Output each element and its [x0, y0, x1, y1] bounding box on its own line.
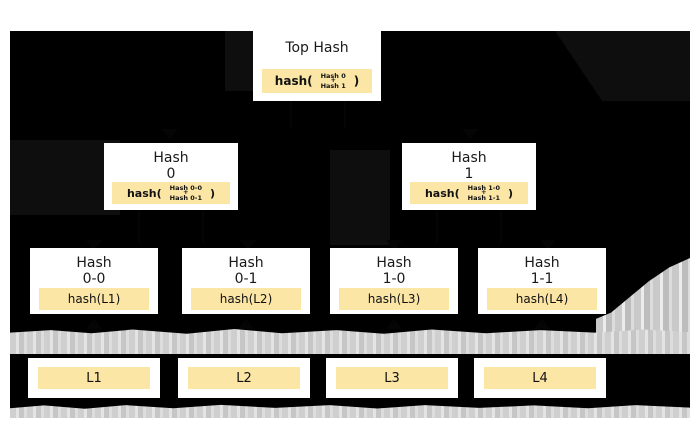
- node-hash-0-1[interactable]: Hash 0-1 hash(L2): [182, 248, 310, 314]
- hash-arg-top: Hash 1-0: [467, 183, 500, 192]
- node-hash-0-0[interactable]: Hash 0-0 hash(L1): [30, 248, 158, 314]
- hash-arg-bottom: Hash 0-1: [169, 193, 202, 202]
- node-hash-1-0-formula: hash(L3): [339, 288, 449, 310]
- connector-arrow-root-left: [162, 129, 178, 140]
- hash-arguments: Hash 0-0 + Hash 0-1: [170, 185, 202, 201]
- node-hash-1-1[interactable]: Hash 1-1 hash(L4): [478, 248, 606, 314]
- hash-close-paren: ): [353, 74, 360, 88]
- hash-open-paren: hash(: [274, 74, 313, 88]
- connector-arrow-leaf-3: [386, 318, 402, 329]
- node-hash-0[interactable]: Hash 0 hash( Hash 0-0 + Hash 0-1 ): [104, 143, 238, 210]
- node-hash-0-1-title: Hash 0-1: [228, 255, 264, 288]
- leaf-block-l2[interactable]: L2: [178, 358, 310, 398]
- connector-arrow-leaf-2: [238, 318, 254, 329]
- hash-arguments: Hash 1-0 + Hash 1-1: [468, 185, 500, 201]
- leaf-label-l2: L2: [188, 367, 300, 389]
- hash-arg-bottom: Hash 1-1: [467, 193, 500, 202]
- node-hash-0-1-formula: hash(L2): [191, 288, 301, 310]
- connector-stem-root-left: [290, 101, 292, 129]
- node-hash-1[interactable]: Hash 1 hash( Hash 1-0 + Hash 1-1 ): [402, 143, 536, 210]
- connector-stem-h1-right: [500, 210, 502, 242]
- node-hash-1-formula: hash( Hash 1-0 + Hash 1-1 ): [410, 182, 528, 204]
- node-top-hash-formula: hash( Hash 0 + Hash 1 ): [262, 69, 372, 93]
- node-hash-1-title: Hash 1: [451, 150, 487, 183]
- node-top-hash[interactable]: Top Hash hash( Hash 0 + Hash 1 ): [253, 31, 381, 101]
- hash-close-paren: ): [209, 186, 216, 200]
- connector-arrow-leaf-4: [534, 318, 550, 329]
- node-hash-1-1-formula: hash(L4): [487, 288, 597, 310]
- leaf-label-l1: L1: [38, 367, 150, 389]
- node-top-hash-title: Top Hash: [285, 40, 349, 56]
- hash-open-paren: hash(: [424, 186, 460, 200]
- background-blob-right: [608, 355, 678, 403]
- connector-stem-h0-left: [138, 210, 140, 242]
- texture-band-middle: [10, 329, 690, 354]
- background-wedge-mid-two: [330, 150, 390, 245]
- hash-arg-plus: +: [330, 76, 336, 85]
- hash-arg-plus: +: [481, 188, 487, 197]
- hash-arg-bottom: Hash 1: [320, 81, 346, 90]
- leaf-block-l3[interactable]: L3: [326, 358, 458, 398]
- connector-stem-root-right: [344, 101, 346, 129]
- hash-close-paren: ): [507, 186, 514, 200]
- node-hash-0-title: Hash 0: [153, 150, 189, 183]
- connector-arrow-leaf-1: [86, 318, 102, 329]
- node-hash-0-0-formula: hash(L1): [39, 288, 149, 310]
- background-wedge-mid: [10, 140, 120, 215]
- leaf-block-l4[interactable]: L4: [474, 358, 606, 398]
- leaf-label-l4: L4: [484, 367, 596, 389]
- node-hash-0-0-title: Hash 0-0: [76, 255, 112, 288]
- texture-band-bottom: [10, 404, 690, 418]
- leaf-label-l3: L3: [336, 367, 448, 389]
- node-hash-1-0-title: Hash 1-0: [376, 255, 412, 288]
- connector-arrow-root-right: [462, 129, 478, 140]
- hash-arg-plus: +: [183, 188, 189, 197]
- hash-arg-top: Hash 0-0: [169, 183, 202, 192]
- hash-arg-top: Hash 0: [320, 71, 346, 80]
- node-hash-0-formula: hash( Hash 0-0 + Hash 0-1 ): [112, 182, 230, 204]
- leaf-block-l1[interactable]: L1: [28, 358, 160, 398]
- hash-open-paren: hash(: [126, 186, 162, 200]
- connector-stem-h0-right: [202, 210, 204, 242]
- node-hash-1-1-title: Hash 1-1: [524, 255, 560, 288]
- hash-arguments: Hash 0 + Hash 1: [321, 73, 346, 89]
- node-hash-1-0[interactable]: Hash 1-0 hash(L3): [330, 248, 458, 314]
- connector-stem-h1-left: [436, 210, 438, 242]
